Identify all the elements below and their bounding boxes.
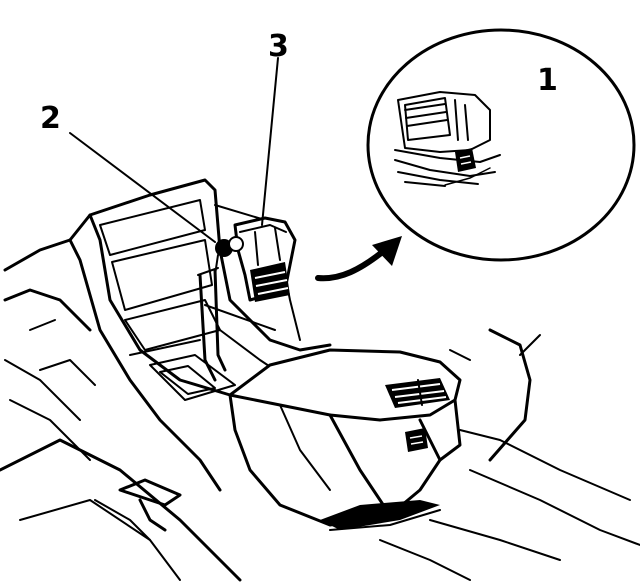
curved-arrow: [315, 236, 402, 282]
leader-line-2: [69, 132, 216, 243]
shift-lever: [197, 267, 276, 382]
floor-bracket: [94, 478, 182, 541]
rear-panel-switch: [405, 428, 428, 452]
rear-air-vent: [385, 378, 450, 408]
electrical-connector: [214, 236, 244, 276]
inset-connector: [455, 148, 476, 172]
center-console: [68, 178, 332, 492]
callout-2: 2: [40, 101, 61, 136]
callout-1: 1: [537, 63, 558, 98]
floor-carpet: [0, 238, 640, 582]
shift-control-assembly: [233, 216, 297, 302]
console-base: [320, 500, 441, 531]
leader-line-3: [261, 57, 279, 226]
detail-inset: [366, 28, 636, 262]
callout-3: 3: [268, 29, 289, 64]
